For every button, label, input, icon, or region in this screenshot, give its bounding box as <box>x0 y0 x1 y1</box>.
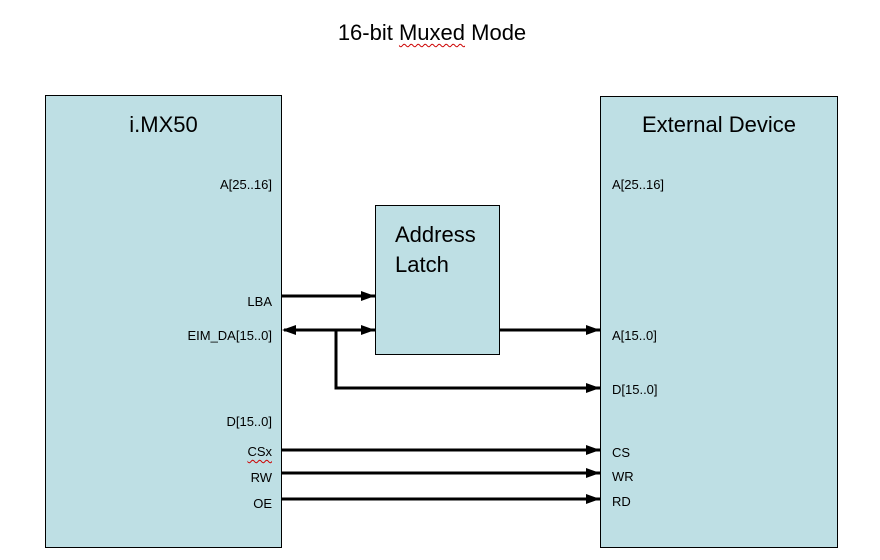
external-pin-wr: WR <box>612 469 634 484</box>
address-latch-box <box>375 205 500 355</box>
diagram-title: 16-bit Muxed Mode <box>0 20 864 46</box>
imx50-pin-rw: RW <box>250 470 272 485</box>
title-text-post: Mode <box>465 20 527 45</box>
imx50-pin-eim-da: EIM_DA[15..0] <box>187 328 272 343</box>
address-latch-title-line1: Address <box>395 222 476 247</box>
title-text-pre: 16-bit <box>337 20 399 45</box>
imx50-pin-a25-16: A[25..16] <box>219 177 272 192</box>
external-pin-cs: CS <box>612 445 631 460</box>
external-device-box <box>600 96 838 548</box>
imx50-pin-lba: LBA <box>247 294 272 309</box>
imx50-box-title: i.MX50 <box>129 112 198 137</box>
external-pin-a15-0: A[15..0] <box>612 328 657 343</box>
imx50-pin-oe: OE <box>253 496 272 511</box>
imx50-pin-d15-0: D[15..0] <box>226 414 272 429</box>
imx50-box <box>45 95 282 548</box>
arrowhead-eimda-left <box>282 325 296 335</box>
external-device-box-title: External Device <box>641 112 797 137</box>
address-latch-title-line2: Latch <box>395 252 449 277</box>
external-pin-a25-16: A[25..16] <box>612 177 665 192</box>
address-latch-box-title: Address Latch <box>395 220 476 280</box>
imx50-pin-csx: CSx <box>247 444 272 459</box>
external-pin-rd: RD <box>612 494 631 509</box>
title-misspelled-word: Muxed <box>398 20 466 45</box>
external-pin-d15-0: D[15..0] <box>612 382 658 397</box>
